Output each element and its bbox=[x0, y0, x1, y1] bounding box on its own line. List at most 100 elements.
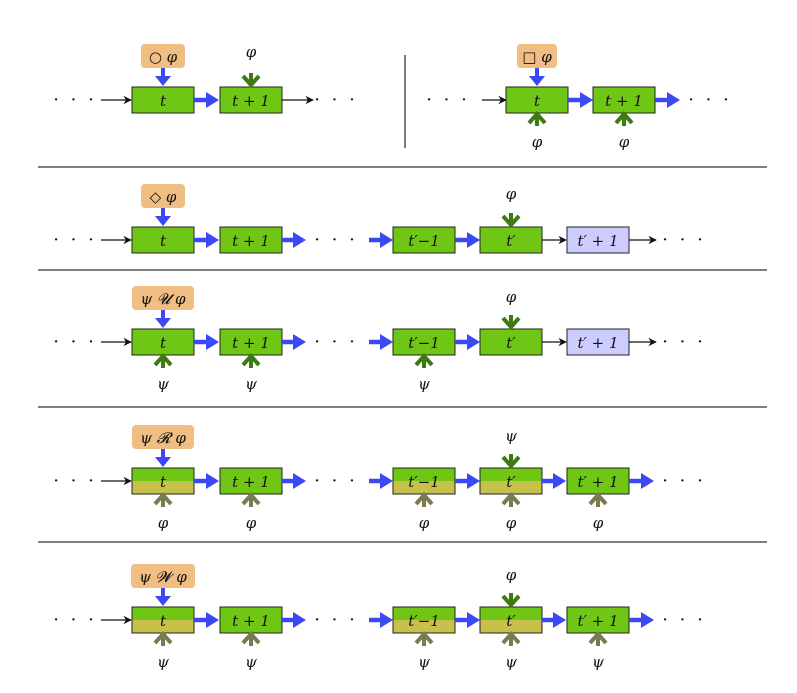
row5-psi-3-arrow-head bbox=[414, 630, 434, 645]
formula-release: ψ 𝓡 φ bbox=[140, 429, 186, 447]
row2-mid-dots: · · · bbox=[314, 230, 358, 251]
row4-box-tpm1-top bbox=[393, 468, 455, 481]
row1-b-box-t-label: t bbox=[534, 92, 541, 110]
row1-left-dots: · · · bbox=[53, 90, 97, 111]
row2-right-dots: · · · bbox=[662, 230, 706, 251]
row1-b-up-2-head bbox=[614, 110, 634, 125]
row2-blue-2-head bbox=[293, 232, 306, 248]
row5-psi-4-arrow-head bbox=[501, 630, 521, 645]
row3-box-tp bbox=[479, 328, 543, 356]
row2-box-tpm1-label: t′−1 bbox=[408, 232, 440, 250]
row1-b-phi-2: φ bbox=[619, 133, 630, 151]
row5-box-tp-top bbox=[480, 607, 542, 620]
row4-box-tp-top bbox=[480, 468, 542, 481]
row4-right-dots: · · · bbox=[662, 471, 706, 492]
formula-weak-until-bg bbox=[131, 564, 195, 588]
formula-next-bg bbox=[141, 44, 185, 68]
row4-box-tpp1 bbox=[566, 467, 630, 495]
row3-right-dots: · · · bbox=[662, 332, 706, 353]
row3-box-tpp1-label: t′ + 1 bbox=[577, 334, 618, 352]
row5-blue-5-head bbox=[553, 612, 566, 628]
row2-box-t1 bbox=[219, 226, 283, 254]
row5-psi-5-arrow-head bbox=[588, 630, 608, 645]
row1-blue-arrow-head bbox=[206, 92, 219, 108]
row5-left-dots: · · · bbox=[53, 610, 97, 631]
row2-box-tp-label: t′ bbox=[506, 232, 516, 250]
row3-box-t1-label: t + 1 bbox=[232, 334, 270, 352]
row2-blue-4-head bbox=[467, 232, 480, 248]
row5-psi-1-arrow-head bbox=[153, 630, 173, 645]
row2-box-tpp1 bbox=[566, 226, 630, 254]
row3-down-head bbox=[155, 318, 171, 328]
row5-psi-3: ψ bbox=[418, 653, 430, 671]
row5-box-tpm1-bottom bbox=[393, 620, 455, 633]
row2-left-dots: · · · bbox=[53, 230, 97, 251]
row3-blue-1-head bbox=[206, 334, 219, 350]
row3-left-dots: · · · bbox=[53, 332, 97, 353]
row3-box-t bbox=[131, 328, 195, 356]
row4-phi-5: φ bbox=[593, 514, 604, 532]
row4-blue-5-head bbox=[553, 473, 566, 489]
row5-box-tpm1-top bbox=[393, 607, 455, 620]
row3-box-t-label: t bbox=[160, 334, 167, 352]
row4-psi-down-head bbox=[501, 455, 521, 470]
row5-psi-1: ψ bbox=[157, 653, 169, 671]
row2-box-t bbox=[131, 226, 195, 254]
row4-box-t-label: t bbox=[160, 473, 167, 491]
row3-psi-1: ψ bbox=[157, 375, 169, 393]
row5-psi-5: ψ bbox=[592, 653, 604, 671]
row2-box-t-label: t bbox=[160, 232, 167, 250]
row2-phi-down-head bbox=[501, 214, 521, 229]
row5-psi-2-arrow-head bbox=[241, 630, 261, 645]
row3-mid-dots: · · · bbox=[314, 332, 358, 353]
row3-box-tpm1-label: t′−1 bbox=[408, 334, 440, 352]
row5-blue-6-head bbox=[641, 612, 654, 628]
row4-down-head bbox=[155, 457, 171, 467]
row5-phi: φ bbox=[506, 566, 517, 584]
row1-box-t1-label: t + 1 bbox=[232, 92, 270, 110]
row5-box-t1 bbox=[219, 606, 283, 634]
row5-right-dots: · · · bbox=[662, 610, 706, 631]
row5-box-tp-bottom bbox=[480, 620, 542, 633]
row4-phi-4: φ bbox=[506, 514, 517, 532]
row5-box-t1-label: t + 1 bbox=[232, 612, 270, 630]
formula-weak-until: ψ 𝓦 φ bbox=[139, 568, 187, 586]
row1-b-blue-arrow-1-head bbox=[580, 92, 593, 108]
row3-phi: φ bbox=[506, 288, 517, 306]
row1-phi-down-head bbox=[241, 74, 261, 89]
row2-blue-3-head bbox=[380, 232, 393, 248]
row5-box-t-label: t bbox=[160, 612, 167, 630]
row4-box-tpm1-bottom bbox=[393, 481, 455, 494]
row3-psi-1-arrow-head bbox=[153, 352, 173, 367]
formula-eventually-bg bbox=[141, 184, 185, 208]
row4-box-tpm1-label: t′−1 bbox=[408, 473, 440, 491]
row3-blue-4-head bbox=[467, 334, 480, 350]
row5-box-tpp1-label: t′ + 1 bbox=[577, 612, 618, 630]
row4-phi-2: φ bbox=[246, 514, 257, 532]
row3-box-t1 bbox=[219, 328, 283, 356]
row1-phi-top: φ bbox=[246, 43, 257, 61]
row3-psi-3: ψ bbox=[418, 375, 430, 393]
row4-blue-3-head bbox=[380, 473, 393, 489]
row2-down-head bbox=[155, 216, 171, 226]
row4-box-t-top bbox=[132, 468, 194, 481]
row1-next-down-head bbox=[155, 76, 171, 86]
row1-always-down-head bbox=[529, 76, 545, 86]
row4-phi-5-arrow-head bbox=[588, 491, 608, 506]
row1-right-dots: · · · bbox=[314, 90, 358, 111]
row5-psi-2: ψ bbox=[245, 653, 257, 671]
row5-box-tp-label: t′ bbox=[506, 612, 516, 630]
formula-until-bg bbox=[132, 286, 194, 310]
row3-blue-3-head bbox=[380, 334, 393, 350]
row4-blue-2-head bbox=[293, 473, 306, 489]
row3-box-tpm1 bbox=[392, 328, 456, 356]
row4-phi-1: φ bbox=[158, 514, 169, 532]
row3-psi-2-arrow-head bbox=[241, 352, 261, 367]
row1-box-t-label: t bbox=[160, 92, 167, 110]
formula-always-bg bbox=[517, 44, 557, 68]
row1-b-box-t1-label: t + 1 bbox=[605, 92, 643, 110]
row4-mid-dots: · · · bbox=[314, 471, 358, 492]
row4-phi-2-arrow-head bbox=[241, 491, 261, 506]
formula-release-bg bbox=[132, 425, 194, 449]
